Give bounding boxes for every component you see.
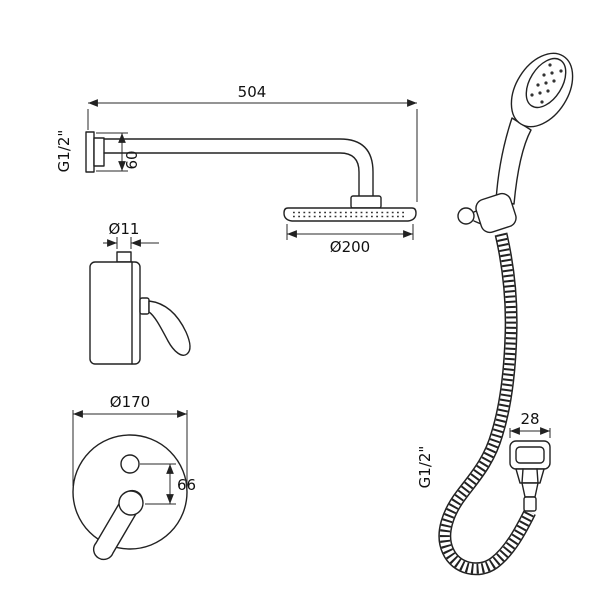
diverter-knob [120, 454, 140, 474]
handset-nozzles [530, 63, 563, 104]
handset-holder [475, 192, 517, 234]
wall-flange [85, 131, 95, 173]
holder-wall-knob [457, 207, 475, 225]
dim-label-head-diameter: Ø200 [330, 238, 370, 256]
mixer-valve-side-drawing: Ø11 [89, 220, 191, 365]
dim-label-outlet-thread: G1/2" [416, 446, 434, 489]
handset-head [510, 52, 574, 128]
shower-arm-outer [103, 138, 374, 197]
outlet-flange-inner [515, 446, 545, 464]
hand-shower-drawing: 28 G1/2" [416, 52, 574, 576]
lever-pivot [139, 297, 150, 315]
outlet-nipple [523, 496, 537, 512]
dim-label-outlet-width: 28 [520, 410, 539, 428]
outlet-cone [521, 482, 539, 498]
dim-label-arm-thread: G1/2" [55, 130, 73, 173]
dim-label-plate-diameter: Ø170 [110, 393, 150, 411]
handset-handle [495, 117, 532, 205]
overhead-shower-drawing: 504 G1/2" 60 Ø200 [55, 83, 418, 256]
arm-head-connector [350, 195, 382, 209]
trim-plate-front-drawing: Ø170 66 [72, 393, 196, 561]
wall-outlet: 28 G1/2" [416, 410, 551, 512]
dim-label-flange-size: 60 [123, 150, 141, 169]
outlet-nut [515, 468, 545, 484]
flange-collar [93, 137, 105, 167]
lever-hub [118, 490, 144, 516]
dim-label-handle-spacing: 66 [177, 476, 196, 494]
outlet-nut-facets [521, 468, 539, 484]
dim-label-knob-diameter: Ø11 [109, 220, 140, 238]
valve-lever-handle [148, 300, 191, 356]
handset-spray-face [525, 57, 567, 109]
shower-hose [438, 232, 536, 576]
rain-shower-head [283, 207, 417, 222]
shower-arm-inner [103, 152, 360, 197]
valve-stem [116, 251, 132, 263]
dim-label-arm-length: 504 [238, 83, 267, 101]
